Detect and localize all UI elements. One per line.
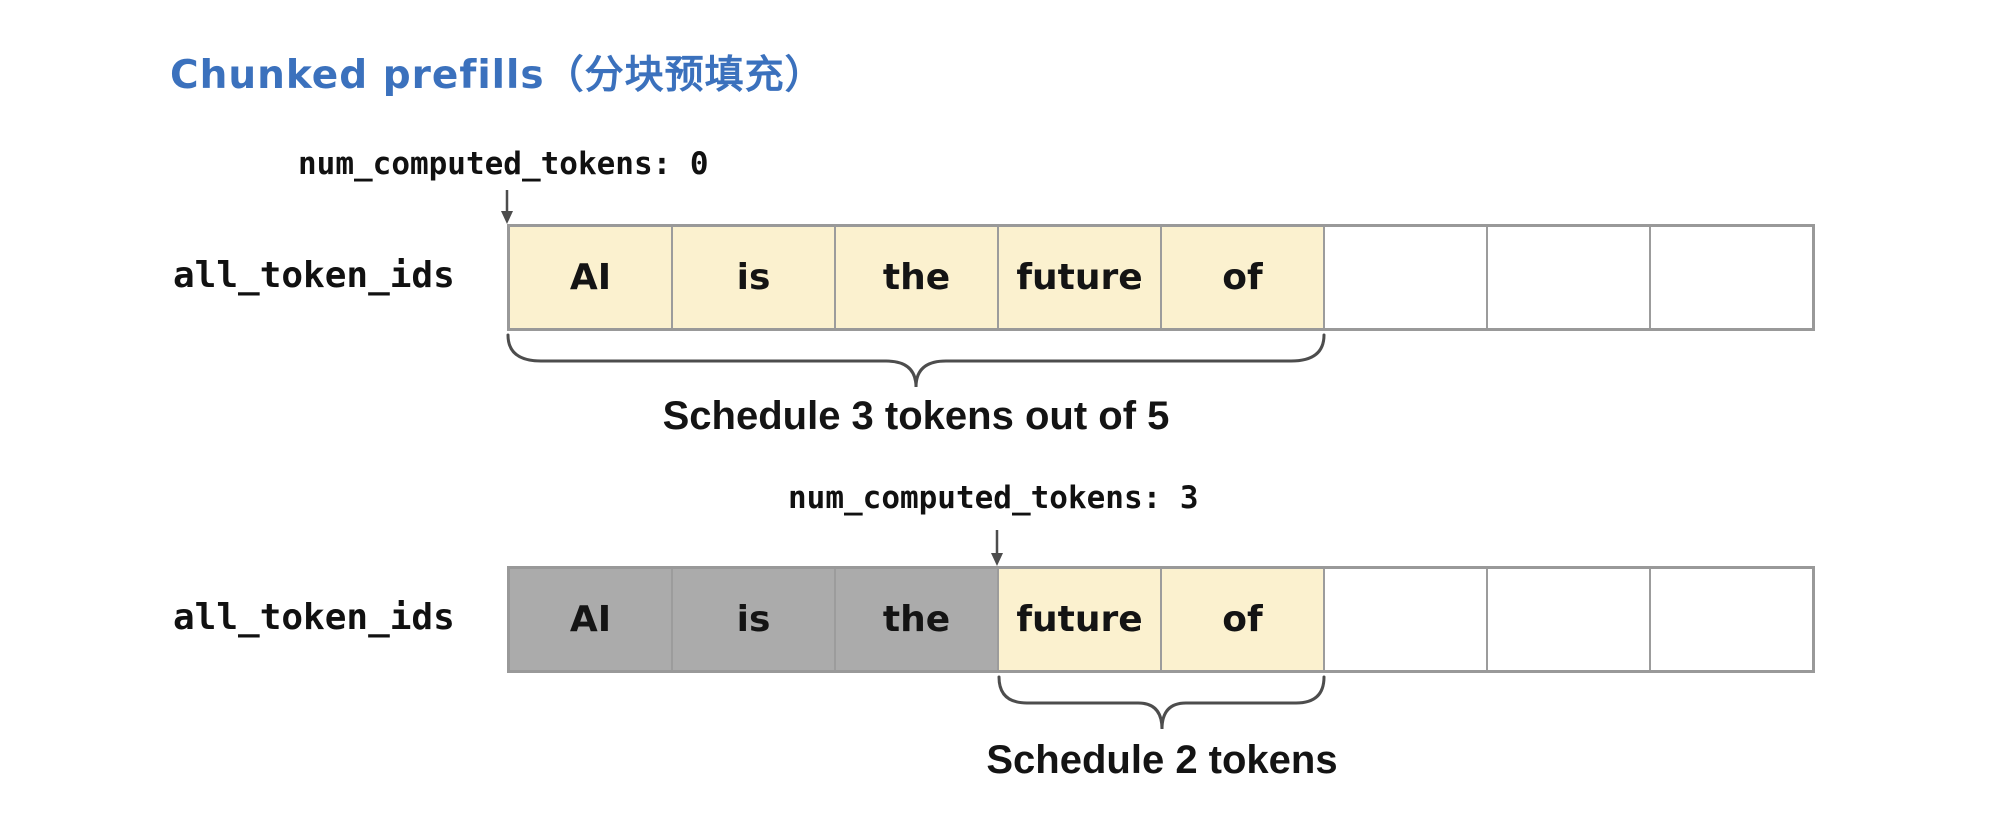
underbrace-icon bbox=[506, 333, 1326, 388]
token-cell-of: of bbox=[1160, 569, 1323, 670]
token-cell-is: is bbox=[671, 227, 834, 328]
empty-token-cell bbox=[1486, 227, 1649, 328]
pointer-arrow-icon bbox=[991, 530, 1003, 566]
token-cell-ai: AI bbox=[510, 227, 671, 328]
page-title: Chunked prefills（分块预填充） bbox=[170, 53, 825, 98]
schedule-caption: Schedule 3 tokens out of 5 bbox=[662, 394, 1170, 438]
token-cell-future: future bbox=[997, 569, 1160, 670]
token-cell-ai: AI bbox=[510, 569, 671, 670]
empty-token-cell bbox=[1649, 569, 1812, 670]
num-computed-tokens-3-label: num_computed_tokens: 3 bbox=[788, 480, 1199, 516]
num-computed-tokens-0-label: num_computed_tokens: 0 bbox=[298, 146, 709, 182]
empty-token-cell bbox=[1323, 569, 1486, 670]
pointer-arrow-icon bbox=[501, 190, 513, 224]
empty-token-cell bbox=[1323, 227, 1486, 328]
empty-token-cell bbox=[1486, 569, 1649, 670]
token-cell-future: future bbox=[997, 227, 1160, 328]
empty-token-cell bbox=[1649, 227, 1812, 328]
token-cell-the: the bbox=[834, 569, 997, 670]
token-cell-the: the bbox=[834, 227, 997, 328]
all-token-ids-label: all_token_ids bbox=[173, 597, 455, 638]
schedule-caption: Schedule 2 tokens bbox=[986, 738, 1338, 782]
underbrace-icon bbox=[997, 675, 1326, 730]
all-token-ids-label: all_token_ids bbox=[173, 255, 455, 296]
token-cell-is: is bbox=[671, 569, 834, 670]
token-cell-of: of bbox=[1160, 227, 1323, 328]
